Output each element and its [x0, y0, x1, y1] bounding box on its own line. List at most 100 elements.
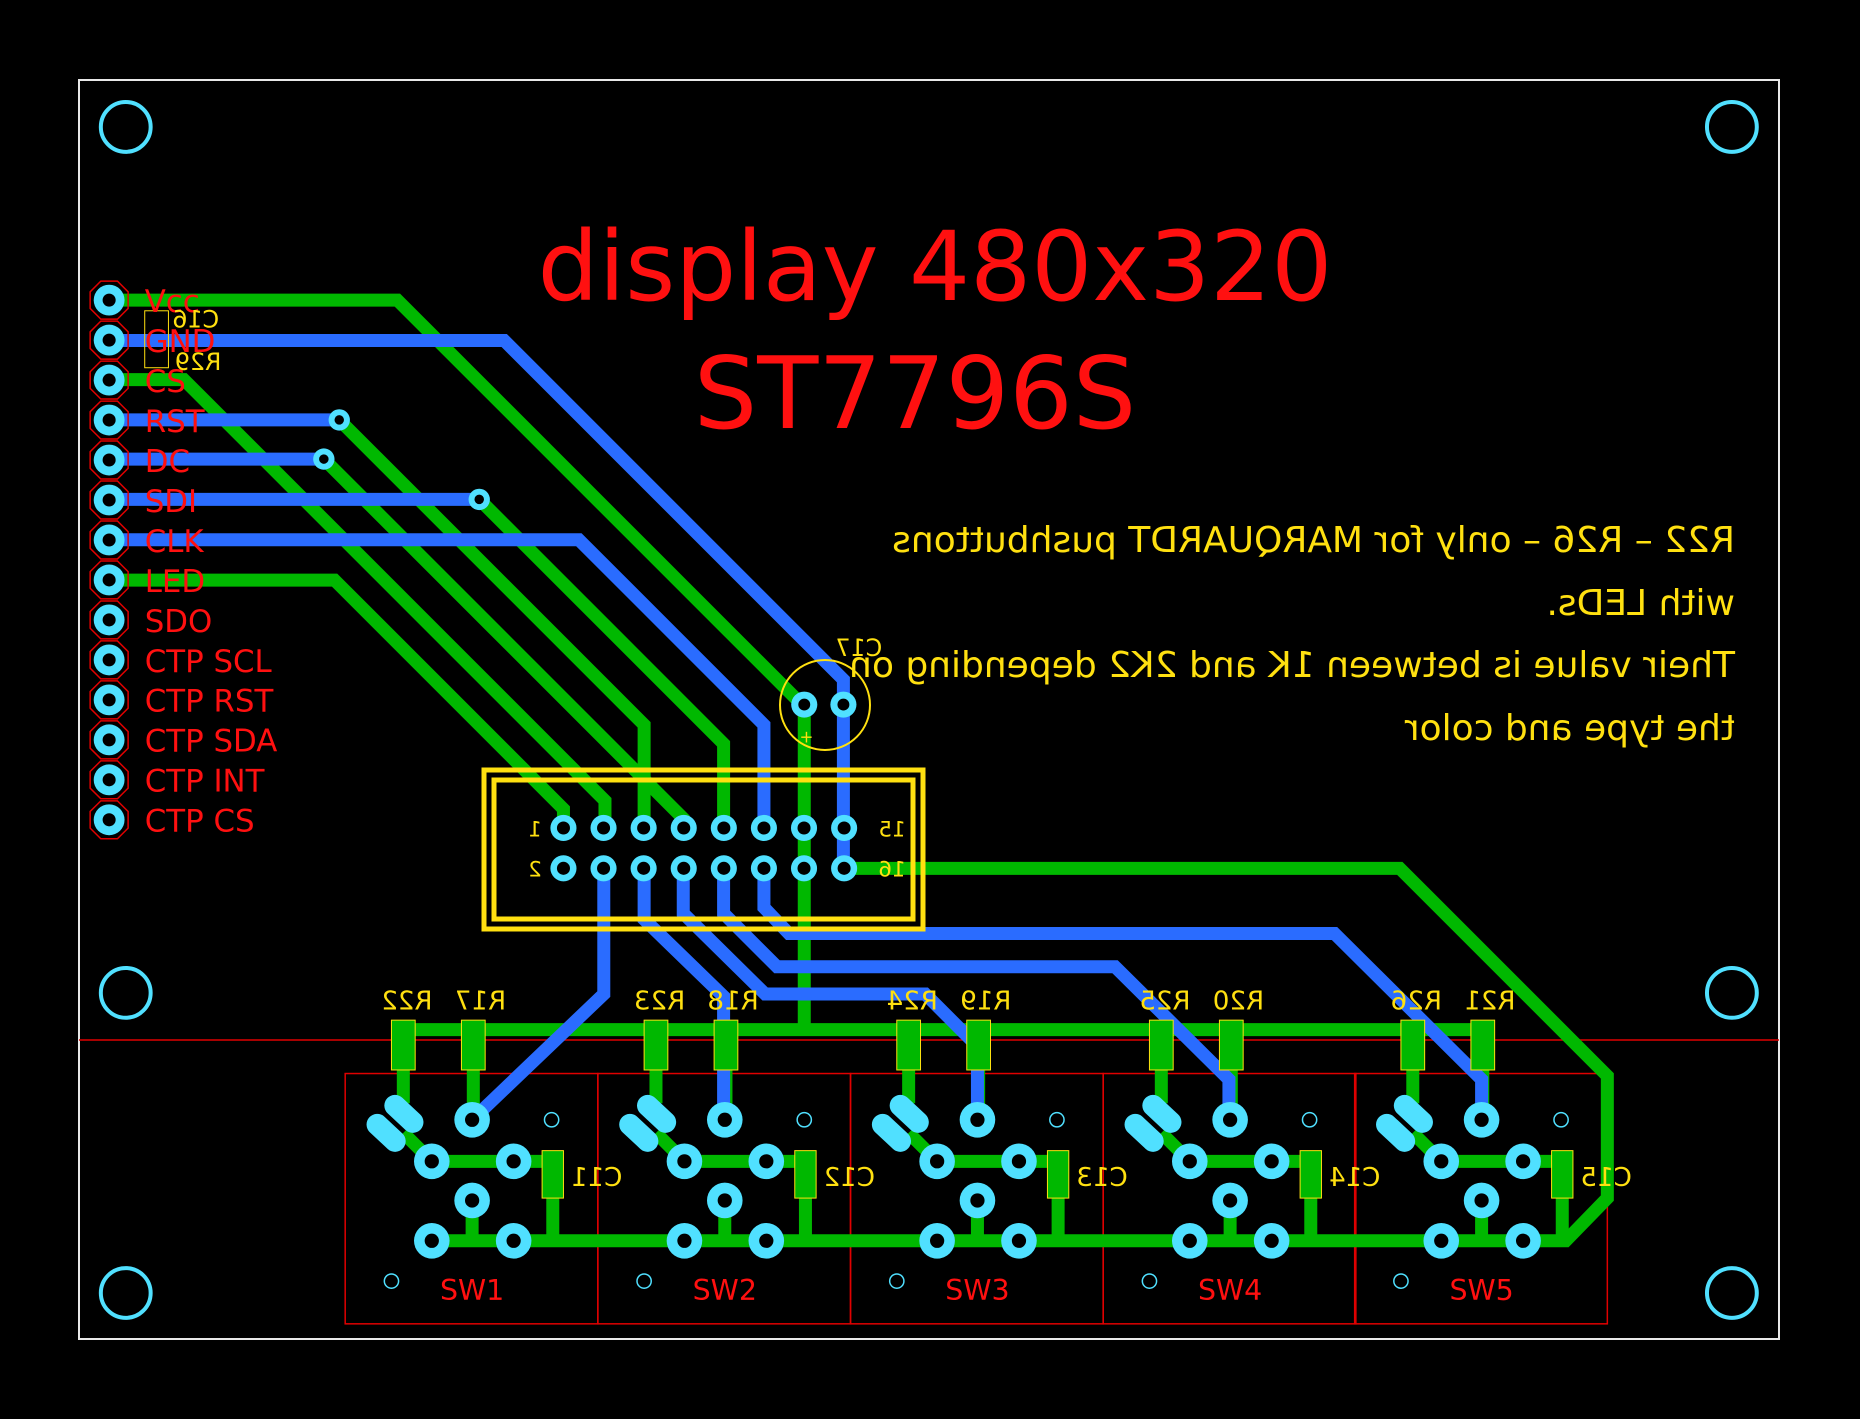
header-pin-outline — [89, 440, 129, 480]
c16-r29-outline — [144, 310, 169, 369]
mounting-hole-icon — [98, 1266, 153, 1320]
drill-hole — [1264, 1233, 1279, 1248]
mounting-holes — [98, 100, 1759, 1320]
header-pin-outline — [89, 720, 129, 760]
switch-label: SW5 — [1449, 1274, 1513, 1307]
switch-led-pad — [619, 1113, 659, 1152]
drill-hole — [102, 813, 116, 827]
switch-led-pad — [1124, 1113, 1164, 1152]
drill-hole — [102, 413, 116, 427]
switch-led-pad — [366, 1113, 406, 1152]
resistor-label: R17 — [455, 986, 506, 1016]
resistor-label-group: R25 — [1139, 986, 1190, 1016]
note-line-2: with LEDs. — [1546, 583, 1735, 624]
mounting-hole-icon — [1704, 1266, 1759, 1320]
resistor-pad — [460, 1019, 486, 1071]
mounting-hole-icon — [1704, 100, 1759, 154]
resistor-label-group: R21 — [1464, 986, 1515, 1016]
capacitor-label-group: C11 — [571, 1163, 622, 1193]
header-pin-outline — [89, 600, 129, 640]
drill-hole — [102, 453, 116, 467]
drill-hole — [1222, 1193, 1238, 1208]
trace-sw — [398, 1128, 560, 1241]
capacitor-pad — [794, 1150, 817, 1199]
switch-led-pad — [871, 1113, 912, 1152]
drill-hole — [424, 1233, 439, 1248]
capacitor-label-group: C15 — [1580, 1163, 1631, 1193]
switch-mount-hole — [1301, 1111, 1318, 1128]
drill-hole — [1264, 1154, 1279, 1169]
header-pin-label: CLK — [145, 524, 205, 560]
drill-hole — [677, 861, 691, 875]
drill-hole — [717, 1112, 732, 1127]
drill-hole — [102, 533, 116, 547]
trace-sdi — [474, 494, 731, 828]
resistor-pad — [966, 1019, 991, 1071]
drill-hole — [319, 454, 329, 464]
switch-label: SW4 — [1198, 1274, 1262, 1307]
drill-hole — [102, 493, 116, 507]
trace-clk — [109, 533, 771, 828]
drill-hole — [1011, 1154, 1027, 1169]
trace-bus-bottom — [431, 861, 1614, 1248]
c17-polarity: + — [800, 728, 814, 747]
drill-hole — [677, 1233, 692, 1248]
c16-label: C16 — [172, 305, 219, 333]
drill-hole — [556, 861, 570, 875]
switch-mount-hole — [543, 1111, 560, 1128]
drill-hole — [1515, 1154, 1531, 1169]
drill-hole — [757, 821, 771, 835]
drill-hole — [1434, 1233, 1449, 1248]
header-pin-label: CTP CS — [145, 804, 255, 840]
drill-hole — [797, 861, 811, 875]
drill-hole — [556, 821, 570, 835]
c17-outline — [779, 659, 871, 751]
capacitor-label: C14 — [1329, 1163, 1380, 1193]
drill-hole — [506, 1154, 521, 1169]
switch-mount-hole — [888, 1273, 905, 1289]
drill-hole — [424, 1154, 439, 1169]
resistor-pad — [1148, 1019, 1174, 1071]
trace-sw1 — [467, 868, 611, 1125]
drill-hole — [465, 1112, 480, 1127]
capacitor-pad — [1299, 1150, 1322, 1199]
mounting-hole-icon — [1704, 965, 1759, 1020]
capacitor-label-group: C13 — [1076, 1163, 1127, 1193]
trace-sw4 — [717, 868, 1236, 1120]
trace-sw — [904, 1128, 1065, 1241]
header-pin-label: SDO — [145, 604, 213, 640]
switch-led-pad — [1376, 1113, 1416, 1152]
switch-label: SW3 — [945, 1274, 1009, 1307]
header-pin-label: DC — [145, 444, 190, 480]
connector-pin1-label-group: 1 — [528, 817, 542, 842]
mounting-hole-icon — [98, 100, 153, 154]
header-pin-label: CS — [145, 364, 186, 400]
drill-hole — [102, 293, 116, 307]
header-pin-outline — [89, 280, 129, 320]
header-pin-label: RST — [145, 404, 205, 440]
resistor-label: R23 — [634, 986, 685, 1016]
drill-hole — [1182, 1233, 1197, 1248]
resistor-label-group: R20 — [1213, 986, 1264, 1016]
switch-led-pad — [1142, 1094, 1182, 1133]
capacitor-pad — [1551, 1150, 1574, 1199]
drill-hole — [597, 861, 611, 875]
c16-label-group: C16 — [172, 305, 219, 333]
resistor-label-group: R19 — [960, 986, 1011, 1016]
drill-hole — [1474, 1112, 1489, 1127]
drill-hole — [717, 861, 731, 875]
connector-pin15-label: 15 — [878, 817, 905, 842]
trace-sw — [1408, 1128, 1569, 1241]
resistor-label-group: R23 — [634, 986, 685, 1016]
resistor-label: R22 — [381, 986, 432, 1016]
drill-hole — [334, 415, 345, 425]
resistor-label-group: R26 — [1391, 986, 1442, 1016]
drill-hole — [1434, 1154, 1449, 1169]
resistor-label: R25 — [1139, 986, 1190, 1016]
resistor-pad — [1400, 1019, 1426, 1071]
header-pin-outline — [89, 560, 129, 600]
resistor-pad — [1218, 1019, 1244, 1071]
drill-hole — [102, 333, 116, 347]
header-pin-outline — [89, 520, 129, 560]
resistor-label: R24 — [887, 986, 938, 1016]
